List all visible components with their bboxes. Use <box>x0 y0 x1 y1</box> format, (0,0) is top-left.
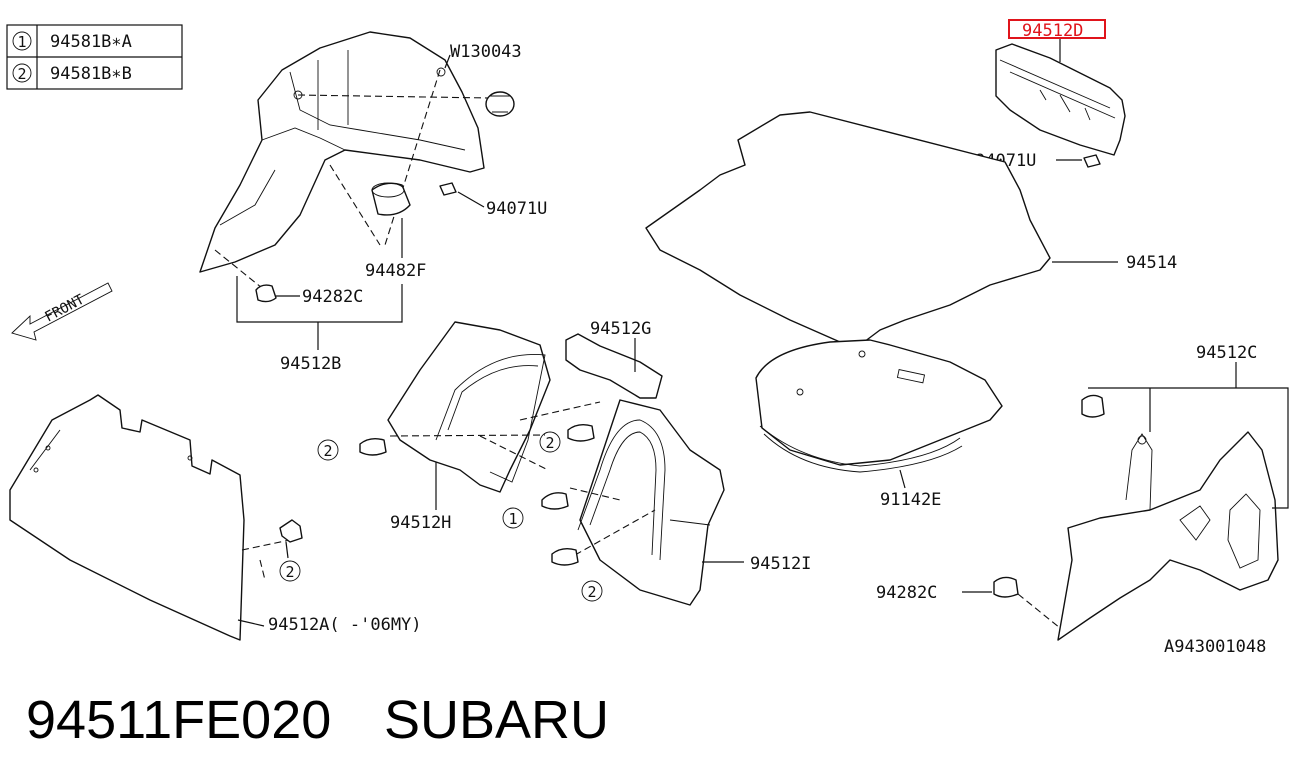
marker-2d: 2 <box>587 583 596 601</box>
front-arrow: FRONT <box>11 282 113 341</box>
legend-table: 1 94581B∗A 2 94581B∗B <box>6 24 183 90</box>
guide-line-1 <box>389 434 546 437</box>
part-91142e: 91142E <box>755 339 1003 510</box>
clip-w130043: W130043 <box>436 42 522 117</box>
legend-marker-2 <box>12 63 32 83</box>
clip-center-2c: 2 <box>539 423 595 453</box>
clip-94282c-right: 94282C <box>876 576 1061 629</box>
callout-94071u-left: 94071U <box>486 199 547 219</box>
callout-94512c: 94512C <box>1196 343 1257 363</box>
callout-94514: 94514 <box>1126 253 1177 273</box>
cap-94482f: 94482F <box>365 182 426 281</box>
footer-part-number: 94511FE020 <box>26 690 331 750</box>
callout-91142e: 91142E <box>880 490 941 510</box>
marker-1: 1 <box>508 510 517 528</box>
part-94512d: 94512D <box>995 19 1126 156</box>
guide-line-3 <box>519 401 601 421</box>
callout-94282c-right: 94282C <box>876 583 937 603</box>
guide-line-4 <box>569 487 621 501</box>
part-94512c: 94512C <box>1057 343 1289 641</box>
callout-w130043: W130043 <box>450 42 522 62</box>
legend-code-1: 94581B∗A <box>50 32 132 52</box>
part-94512h: 94512H <box>387 321 551 533</box>
marker-2b: 2 <box>323 442 332 460</box>
front-label: FRONT <box>42 291 87 325</box>
part-94514: 94514 <box>645 111 1177 346</box>
footer-brand: SUBARU <box>384 690 609 750</box>
clip-94282c-left: 94282C <box>255 284 363 307</box>
part-94512a: 94512A( -'06MY) <box>9 394 422 641</box>
clip-center-1: 1 <box>502 492 569 529</box>
clip-94071u-left: 94071U <box>439 182 547 219</box>
legend-code-2: 94581B∗B <box>50 64 132 84</box>
legend-marker-1 <box>12 31 32 51</box>
callout-94512b: 94512B <box>280 354 341 374</box>
legend-marker-1-label: 1 <box>17 33 26 51</box>
callout-94282c-left: 94282C <box>302 287 363 307</box>
clip-94512a-fastener: 2 <box>279 519 303 582</box>
callout-94482f: 94482F <box>365 261 426 281</box>
callout-94512i: 94512I <box>750 554 811 574</box>
callout-94512g: 94512G <box>590 319 651 339</box>
clip-center-2b: 2 <box>317 437 387 461</box>
marker-2c: 2 <box>545 434 554 452</box>
bracket-94512b: 94512B <box>236 276 403 374</box>
reference-number: A943001048 <box>1164 637 1266 657</box>
guide-line-5 <box>574 509 656 556</box>
part-94512g: 94512G <box>565 319 663 399</box>
callout-94512a: 94512A( -'06MY) <box>268 615 422 635</box>
legend-marker-2-label: 2 <box>17 65 26 83</box>
part-94512i: 94512I <box>577 399 811 606</box>
callout-94512d: 94512D <box>1022 21 1083 41</box>
callout-94512h: 94512H <box>390 513 451 533</box>
guide-line-2 <box>479 435 549 471</box>
highlight-box <box>1008 19 1106 39</box>
clip-center-2d: 2 <box>551 547 603 602</box>
part-94512b <box>199 31 491 289</box>
marker-2a: 2 <box>285 563 294 581</box>
